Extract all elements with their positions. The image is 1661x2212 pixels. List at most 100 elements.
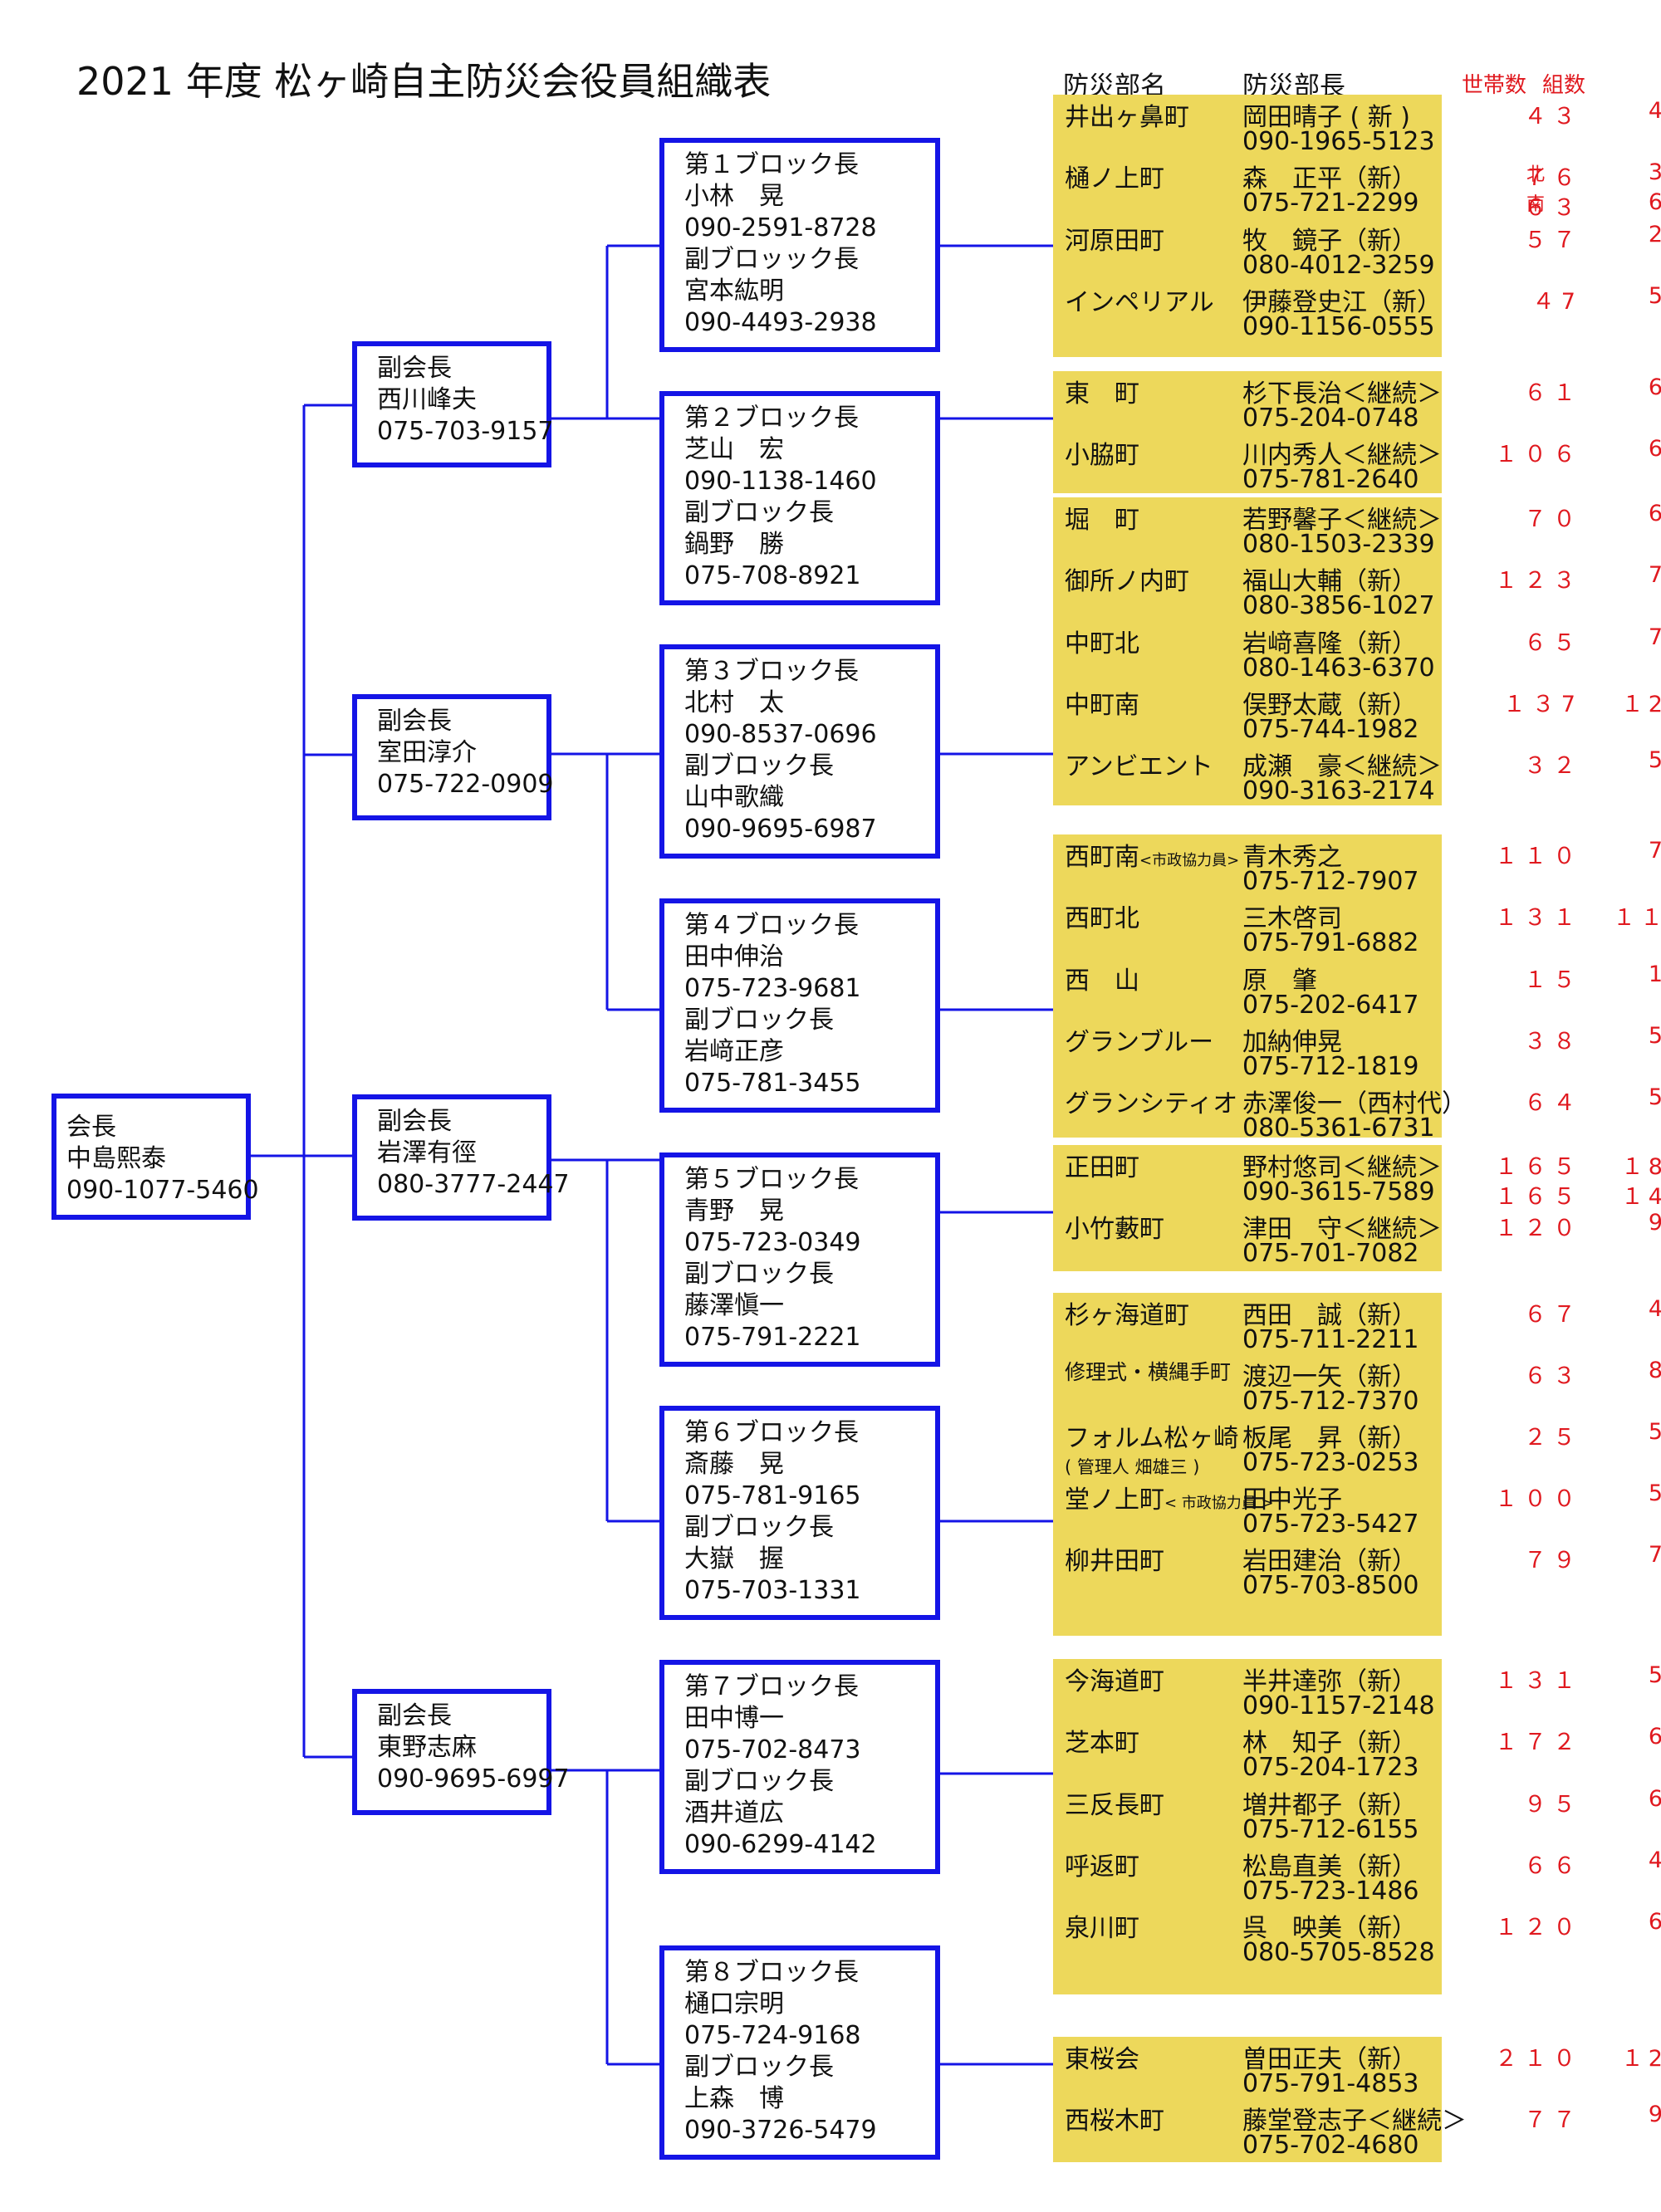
block-vice-role: 副ブロック長 <box>684 751 834 781</box>
district-name: 三反長町 <box>1065 1784 1164 1821</box>
district-phone: 075-202-6417 <box>1242 991 1419 1020</box>
district-name-text: 修理式・横縄手町 <box>1065 1360 1232 1384</box>
district-households: １３7 <box>1502 692 1582 717</box>
block-vice-phone: 075-791-2221 <box>684 1323 861 1352</box>
block-leader-name: 樋口宗明 <box>684 1989 784 2019</box>
page-title: 2021 年度 松ヶ崎自主防災会役員組織表 <box>76 59 772 104</box>
district-phone: 075-204-1723 <box>1242 1753 1419 1782</box>
vice-phone: 075-722-0909 <box>377 770 554 799</box>
district-groups: 1 <box>1648 962 1661 987</box>
district-households: １００ <box>1495 1486 1582 1512</box>
block-leader-name: 田中伸治 <box>684 942 784 971</box>
vice-name: 西川峰夫 <box>377 385 477 414</box>
district-name: 河原田町 <box>1065 220 1164 257</box>
district-households: １２０ <box>1495 1216 1582 1241</box>
block-vice-phone: 075-708-8921 <box>684 561 861 590</box>
block-leader-name: 芝山 宏 <box>684 435 784 464</box>
district-head: 原 肇 <box>1242 967 1317 996</box>
district-name-text: 芝本町 <box>1065 1729 1139 1758</box>
district-groups: 2 <box>1648 222 1661 247</box>
block-vice-phone: 090-9695-6987 <box>684 815 877 844</box>
district-households: ７９ <box>1524 1548 1582 1573</box>
district-note: <市政協力員> <box>1139 852 1240 869</box>
district-groups: 7 <box>1648 624 1661 650</box>
district-phone: 075-712-7907 <box>1242 867 1419 896</box>
block-leader-role: 第２ブロック長 <box>684 404 859 433</box>
block-leader-name: 青野 晃 <box>684 1197 784 1226</box>
block-vice-role: 副ブロッック長 <box>684 245 859 274</box>
district-households: ９５ <box>1524 1792 1582 1818</box>
district-groups: 4 <box>1648 1847 1661 1873</box>
district-panel-2 <box>1053 371 1442 493</box>
district-head: 津田 守＜継続＞ <box>1242 1215 1442 1244</box>
district-phone: 075-712-7370 <box>1242 1387 1419 1416</box>
district-households: ６６ <box>1524 1853 1582 1879</box>
district-name-text: 井出ヶ鼻町 <box>1065 103 1189 132</box>
district-sub-label: 南 <box>1526 194 1545 215</box>
district-groups-2: １4 <box>1620 1184 1661 1210</box>
district-head: 岩﨑喜隆（新） <box>1242 629 1417 658</box>
district-groups-2: 6 <box>1648 189 1661 215</box>
district-households: １２０ <box>1495 1915 1582 1940</box>
district-name: 泉川町 <box>1065 1907 1139 1944</box>
block-vice-role: 副ブロック長 <box>684 1513 834 1542</box>
district-panel-4 <box>1053 834 1442 1138</box>
district-head: 増井都子（新） <box>1242 1791 1417 1820</box>
district-name: 東 町 <box>1065 373 1139 409</box>
chair-box: 会長 中島熙泰 090-1077-5460 <box>51 1094 259 1220</box>
district-name: 堂ノ上町< 市政協力員 > <box>1065 1479 1274 1515</box>
vice-role: 副会長 <box>377 354 452 383</box>
block-leader-phone: 075-724-9168 <box>684 2021 861 2050</box>
block-box-6: 第６ブロック長 斎藤 晃 075-781-9165 副ブロック長 大嶽 握 07… <box>659 1406 940 1620</box>
block-leader-phone: 075-723-9681 <box>684 974 861 1003</box>
district-head: 呉 映美（新） <box>1242 1914 1417 1943</box>
district-name: 呼返町 <box>1065 1846 1139 1882</box>
district-name: 西桜木町 <box>1065 2100 1164 2136</box>
district-head: 西田 誠（新） <box>1242 1301 1417 1330</box>
district-phone: 075-723-0253 <box>1242 1448 1419 1477</box>
district-name: 御所ノ内町 <box>1065 560 1189 597</box>
district-households: ３８ <box>1524 1029 1582 1055</box>
district-name: 西 山 <box>1065 960 1139 996</box>
vice-box-4: 副会長 東野志麻 090-9695-6997 <box>352 1689 570 1815</box>
district-groups: １8 <box>1620 1154 1661 1180</box>
district-groups: 9 <box>1648 1210 1661 1236</box>
district-groups: 5 <box>1648 1023 1661 1049</box>
district-phone: 090-1156-0555 <box>1242 312 1435 341</box>
district-households: ６５ <box>1524 630 1582 656</box>
district-phone: 075-701-7082 <box>1242 1239 1419 1268</box>
district-name: 修理式・横縄手町 <box>1065 1356 1231 1386</box>
district-phone: 075-712-6155 <box>1242 1815 1419 1844</box>
district-panel-5 <box>1053 1145 1442 1271</box>
block-leader-name: 小林 晃 <box>684 182 784 211</box>
district-groups: 8 <box>1648 1358 1661 1383</box>
district-groups: 6 <box>1648 436 1661 462</box>
district-phone: 075-703-8500 <box>1242 1571 1419 1600</box>
district-name: 東桜会 <box>1065 2038 1139 2075</box>
block-leader-phone: 090-8537-0696 <box>684 720 877 749</box>
district-head: 半井達弥（新） <box>1242 1667 1417 1696</box>
vice-box-3: 副会長 岩澤有徑 080-3777-2447 <box>352 1094 570 1221</box>
district-phone: 090-3615-7589 <box>1242 1177 1435 1206</box>
district-panel-7 <box>1053 1659 1442 1994</box>
district-name-text: 西町南 <box>1065 843 1139 872</box>
district-name: 柳井田町 <box>1065 1540 1164 1577</box>
district-households: １３１ <box>1495 1668 1582 1694</box>
district-households: １７２ <box>1495 1730 1582 1755</box>
district-households: ４３ <box>1524 104 1582 130</box>
district-name-text: 三反長町 <box>1065 1791 1164 1820</box>
district-households: １３１ <box>1495 905 1582 931</box>
district-households: ５７ <box>1524 228 1582 253</box>
block-leader-role: 第６ブロック長 <box>684 1418 859 1447</box>
district-groups: １１ <box>1613 905 1661 931</box>
